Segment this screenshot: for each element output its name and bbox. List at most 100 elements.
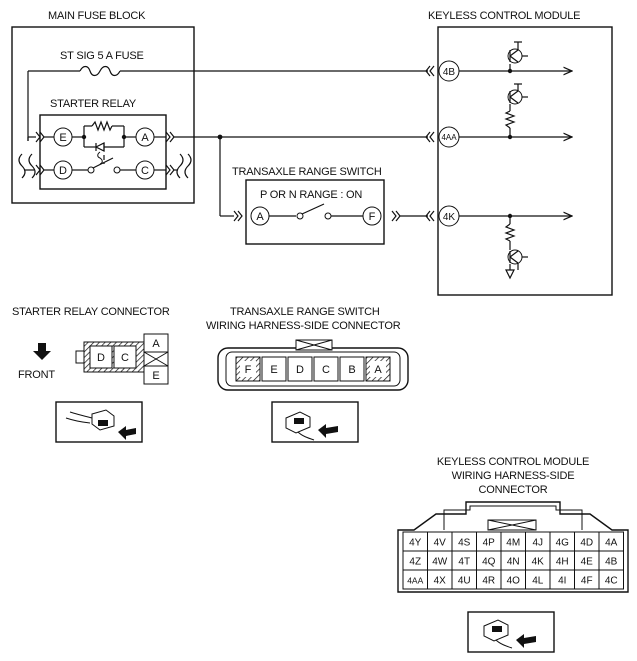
starter-relay-connector-section: STARTER RELAY CONNECTOR FRONT D C A E (12, 306, 170, 443)
front-label: FRONT (18, 369, 55, 381)
starter-relay-connector-title: STARTER RELAY CONNECTOR (12, 306, 170, 318)
kcm-terminal-4k-label: 4K (443, 212, 456, 223)
kcm-connector-cell-label: 4U (458, 576, 471, 587)
starter-relay-connector-pin-d-label: D (97, 352, 105, 364)
trs-connector-pin-label: B (348, 364, 355, 376)
trs-contact (269, 203, 428, 220)
starter-relay-connector-pin-a-label: A (152, 338, 160, 350)
relay-external-leads (18, 131, 192, 179)
starter-relay-connector-pin-d (89, 345, 113, 369)
wire-starter-relay-to-4aa (174, 134, 428, 217)
trs-connector-pin (261, 356, 287, 382)
main-fuse-block-title: MAIN FUSE BLOCK (48, 10, 146, 22)
trs-connector-pin (313, 356, 339, 382)
kcm-connector-cell-label: 4X (434, 576, 447, 587)
kcm-connector-title-line2: WIRING HARNESS-SIDE (452, 470, 575, 482)
starter-relay-terminal-d-label: D (59, 165, 67, 177)
trs-terminal-f: F (362, 206, 382, 226)
kcm-connector-cell-label: 4P (483, 538, 496, 549)
kcm-internal-circuits (459, 41, 572, 280)
kcm-connector-cell-label: 4E (581, 557, 594, 568)
p-or-n-range-label: P OR N RANGE : ON (260, 189, 362, 201)
trs-connector-pin-label: E (270, 364, 277, 376)
st-sig-fuse-label: ST SIG 5 A FUSE (60, 50, 144, 62)
kcm-connector-cell-label: 4B (605, 557, 618, 568)
trs-connector-title-line1: TRANSAXLE RANGE SWITCH (230, 306, 380, 318)
transaxle-range-switch-box (245, 179, 385, 245)
kcm-connector-cell-label: 4F (581, 576, 593, 587)
starter-relay-connector-pin-c (113, 345, 137, 369)
trs-connector-pin-label: C (322, 364, 330, 376)
kcm-connector-cell-label: 4K (532, 557, 545, 568)
starter-relay-connector-pin-e-label: E (152, 370, 159, 382)
kcm-connector-cell-label: 4Y (409, 538, 422, 549)
starter-relay-connector-pin-c-label: C (121, 352, 129, 364)
kcm-connector-cell-label: 4V (434, 538, 447, 549)
starter-relay-terminal-c: C (135, 160, 155, 180)
kcm-connector-cell-label: 4I (558, 576, 566, 587)
trs-connector-view-hint (271, 401, 359, 443)
wiring-schematic: MAIN FUSE BLOCK KEYLESS CONTROL MODULE S… (11, 10, 613, 296)
trs-connector-pin-label: A (374, 364, 382, 376)
starter-relay-connector-pin-e (143, 365, 169, 385)
front-arrow-icon (33, 343, 51, 360)
trs-connector-title-line2: WIRING HARNESS-SIDE CONNECTOR (206, 320, 401, 332)
kcm-terminal-4b-label: 4B (443, 67, 456, 78)
kcm-connector-title-line1: KEYLESS CONTROL MODULE (437, 456, 589, 468)
kcm-connector-cell-label: 4A (605, 538, 618, 549)
kcm-terminal-4k: 4K (425, 205, 460, 227)
kcm-connector-cell-label: 4D (580, 538, 593, 549)
starter-relay-connector-latch (75, 350, 85, 364)
kcm-connector-cell-label: 4J (532, 538, 543, 549)
trs-connector-pin-label: D (296, 364, 304, 376)
keyless-control-module-box (437, 26, 613, 296)
kcm-connector-cell-label: 4S (458, 538, 471, 549)
trs-connector-pin-label: F (245, 364, 252, 376)
kcm-connector-cell-label: 4T (458, 557, 470, 568)
starter-relay-terminal-e: E (53, 127, 73, 147)
kcm-terminal-4aa: 4AA (425, 126, 460, 148)
kcm-connector-cell-label: 4M (506, 538, 520, 549)
kcm-connector-pin-grid: 4Y 4V 4S 4P 4M 4J 4G 4D 4A 4Z 4W 4T 4Q 4N 4K 4H 4E 4B 4AA 4… (402, 531, 624, 590)
starter-relay-terminal-a-label: A (141, 132, 149, 144)
starter-relay-terminal-e-label: E (59, 132, 66, 144)
kcm-connector-cell-label: 4AA (407, 576, 423, 586)
kcm-connector-housing (397, 501, 629, 593)
kcm-connector-cell-label: 4W (432, 557, 448, 568)
starter-relay-terminal-c-label: C (141, 165, 149, 177)
trs-connector-pin (339, 356, 365, 382)
starter-relay-label: STARTER RELAY (50, 98, 137, 110)
st-sig-fuse (27, 65, 428, 141)
kcm-connector-cell-label: 4O (507, 576, 521, 587)
kcm-connector-title-line3: CONNECTOR (479, 484, 548, 496)
trs-terminal-a-label: A (256, 211, 264, 223)
kcm-connector-view-hint (467, 611, 555, 653)
kcm-connector-cell-label: 4R (482, 576, 495, 587)
kcm-connector-cell-label: 4Q (482, 557, 496, 568)
kcm-connector-cell-label: 4Z (409, 557, 421, 568)
starter-relay-terminal-a: A (135, 127, 155, 147)
trs-connector-inner (225, 351, 401, 387)
trs-connector-pin (287, 356, 313, 382)
kcm-connector-cell-label: 4L (532, 576, 544, 587)
kcm-connector-cell-label: 4N (507, 557, 520, 568)
relay-coil (72, 120, 136, 165)
starter-relay-terminal-d: D (53, 160, 73, 180)
relay-contact (72, 155, 136, 174)
kcm-terminal-4aa-label: 4AA (441, 133, 457, 142)
transaxle-range-switch-connector-marks (233, 210, 401, 222)
trs-terminal-a: A (250, 206, 270, 226)
starter-relay-box (39, 114, 167, 190)
transaxle-range-switch-label: TRANSAXLE RANGE SWITCH (232, 166, 382, 178)
kcm-connector-cell-label: 4G (556, 538, 570, 549)
kcm-connector-cell (598, 569, 624, 590)
starter-relay-connector-view-hint (55, 401, 143, 443)
kcm-connector-cell-label: 4H (556, 557, 569, 568)
main-fuse-block-box (11, 26, 195, 204)
kcm-connector-cell-label: 4C (605, 576, 618, 587)
keyless-control-module-title: KEYLESS CONTROL MODULE (428, 10, 580, 22)
trs-connector-section: TRANSAXLE RANGE SWITCH WIRING HARNESS-SI… (206, 306, 409, 391)
kcm-connector-section: KEYLESS CONTROL MODULE WIRING HARNESS-SI… (397, 456, 629, 593)
